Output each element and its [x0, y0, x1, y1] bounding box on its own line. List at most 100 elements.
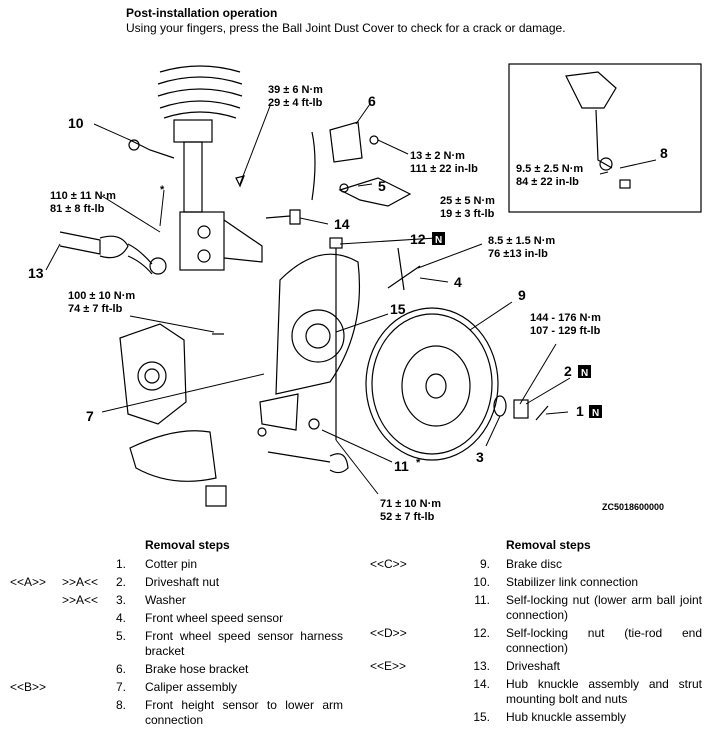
- torque-t1-ft: 29 ± 4 ft-lb: [268, 97, 323, 109]
- step-number: 14.: [473, 677, 490, 691]
- step-row: <<C>> 9. Brake disc: [360, 557, 705, 572]
- step-text: Caliper assembly: [145, 680, 238, 694]
- torque-t3-nm: 110 ± 11 N·m: [50, 190, 116, 202]
- torque-t1-nm: 39 ± 6 N·m: [268, 84, 323, 96]
- step-number: 12.: [473, 626, 490, 640]
- step-tag: <<B>>: [10, 680, 47, 694]
- brake-disc-9: [365, 307, 499, 461]
- step-number: 11.: [474, 593, 490, 607]
- callout-6: 6: [368, 93, 376, 109]
- callout-13: 13: [28, 265, 44, 281]
- step-row: 8. Front height sensor to lower arm conn…: [0, 698, 355, 728]
- step-row: <<A>> >>A<< 2. Driveshaft nut: [0, 575, 355, 590]
- step-number: 7.: [115, 680, 126, 694]
- step-row: <<E>> 13. Driveshaft: [360, 659, 705, 674]
- step-tag: <<E>>: [370, 659, 407, 673]
- driveshaft-nut-2: [513, 399, 529, 419]
- lower-arm: [129, 427, 267, 507]
- n-mark-2: N: [578, 365, 591, 379]
- asterisk-upper: *: [160, 184, 165, 196]
- step-row: 5. Front wheel speed sensor harness brac…: [0, 629, 355, 659]
- torque-t7-nm: 144 - 176 N·m: [530, 312, 601, 324]
- callout-7: 7: [86, 408, 94, 424]
- step-number: 8.: [115, 698, 126, 712]
- figure-id: ZC5018600000: [602, 502, 664, 512]
- removal-heading-left: Removal steps: [145, 538, 230, 552]
- callout-11: 11: [394, 458, 409, 474]
- n-mark-label: N: [435, 235, 442, 246]
- torque-t9-in: 84 ± 22 in-lb: [516, 176, 579, 188]
- torque-t4-nm: 25 ± 5 N·m: [440, 195, 495, 207]
- step-row: 10. Stabilizer link connection: [360, 575, 705, 590]
- step-number: 2.: [115, 575, 126, 589]
- header: Post-installation operation Using your f…: [126, 6, 566, 36]
- hub-knuckle-15: [259, 253, 361, 431]
- step-number: 9.: [479, 557, 490, 571]
- step-row: 1. Cotter pin: [0, 557, 355, 572]
- step-text: Driveshaft nut: [145, 575, 220, 589]
- step-number: 1.: [115, 557, 126, 571]
- inset-frame: [508, 63, 702, 213]
- torque-t2-nm: 13 ± 2 N·m: [410, 150, 465, 162]
- step-text: Hub knuckle assembly and strut mounting …: [506, 677, 702, 706]
- torque-t4-ft: 19 ± 3 ft-lb: [440, 208, 495, 220]
- step-number: 4.: [115, 611, 126, 625]
- step-text: Hub knuckle assembly: [506, 710, 627, 724]
- step-text: Self-locking nut (lower arm ball joint c…: [506, 593, 702, 622]
- page-title: Post-installation operation: [126, 6, 278, 20]
- n-mark-12: N: [432, 232, 445, 246]
- step-tag: <<C>>: [370, 557, 407, 571]
- step-text: Cotter pin: [145, 557, 198, 571]
- step-text: Front wheel speed sensor: [145, 611, 284, 625]
- step-row: 14. Hub knuckle assembly and strut mount…: [360, 677, 705, 707]
- removal-steps-right: Removal steps <<C>> 9. Brake disc 10. St…: [360, 538, 705, 728]
- callout-1: 1: [576, 403, 584, 419]
- step-text: Washer: [145, 593, 186, 607]
- torque-t3-ft: 81 ± 8 ft-lb: [50, 203, 105, 215]
- n-mark-label: N: [581, 368, 588, 379]
- n-mark-label: N: [592, 408, 599, 419]
- torque-t6-nm: 100 ± 10 N·m: [68, 290, 135, 302]
- step-row: 11. Self-locking nut (lower arm ball joi…: [360, 593, 705, 623]
- step-text: Driveshaft: [506, 659, 561, 673]
- torque-t8-ft: 52 ± 7 ft-lb: [380, 511, 435, 523]
- step-number: 13.: [473, 659, 490, 673]
- removal-steps-left: Removal steps 1. Cotter pin <<A>> >>A<< …: [0, 538, 355, 731]
- harness-bracket-5: [338, 177, 412, 207]
- step-number: 5.: [115, 629, 126, 643]
- torque-t5-nm: 8.5 ± 1.5 N·m: [488, 235, 555, 247]
- cotter-pin-1: [535, 405, 549, 421]
- removal-heading-right: Removal steps: [506, 538, 591, 552]
- callout-8: 8: [660, 145, 668, 161]
- step-text: Self-locking nut (tie-rod end connection…: [506, 626, 702, 655]
- driveshaft-13: [59, 231, 167, 275]
- step-text: Stabilizer link connection: [506, 575, 639, 589]
- callout-5: 5: [378, 178, 386, 194]
- step-tag: <<D>>: [370, 626, 407, 640]
- callout-14: 14: [334, 216, 350, 232]
- step-row: 6. Brake hose bracket: [0, 662, 355, 677]
- torque-t5-in: 76 ±13 in-lb: [488, 248, 548, 260]
- step-tag: >>A<<: [62, 575, 99, 589]
- callout-3: 3: [476, 449, 484, 465]
- torque-t6-ft: 74 ± 7 ft-lb: [68, 303, 123, 315]
- step-text: Front height sensor to lower arm connect…: [145, 698, 343, 727]
- step-row: <<B>> 7. Caliper assembly: [0, 680, 355, 695]
- stabilizer-link-10: [128, 139, 245, 188]
- step-text: Brake hose bracket: [145, 662, 249, 676]
- step-text: Brake disc: [506, 557, 563, 571]
- n-mark-1: N: [589, 405, 602, 419]
- callout-12: 12: [410, 231, 426, 247]
- step-row: 4. Front wheel speed sensor: [0, 611, 355, 626]
- callout-15: 15: [390, 301, 406, 317]
- torque-t2-in: 111 ± 22 in-lb: [410, 163, 478, 175]
- callout-9: 9: [518, 287, 526, 303]
- asterisk-lower: *: [416, 457, 421, 469]
- callout-10: 10: [68, 115, 84, 131]
- step-text: Front wheel speed sensor harness bracket: [145, 629, 343, 658]
- caliper-7: [119, 323, 224, 425]
- step-number: 15.: [473, 710, 490, 724]
- torque-t9-nm: 9.5 ± 2.5 N·m: [516, 163, 583, 175]
- step-number: 10.: [473, 575, 490, 589]
- callout-4: 4: [454, 274, 462, 290]
